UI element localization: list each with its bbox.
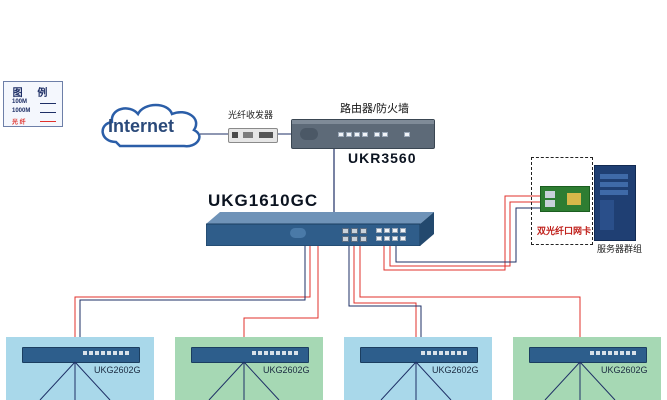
access-group-3: UKG2602G [344, 337, 492, 400]
internet-label: Internet [108, 116, 175, 136]
access-group-4: UKG2602G [513, 337, 661, 400]
line-core-server-fiber-2 [389, 201, 540, 267]
legend-line-100m [40, 103, 56, 104]
access-switch-2-device [191, 347, 309, 363]
server-tower-icon [594, 165, 636, 241]
legend-line-fiber [40, 121, 56, 122]
line-core-server-fiber-1 [383, 195, 540, 271]
legend-label-100m: 100M [12, 99, 28, 105]
server-group-label: 服务器群组 [597, 244, 643, 254]
core-switch-device [206, 212, 434, 246]
legend-title: 图 例 [12, 88, 54, 99]
access-switch-3-device [360, 347, 478, 363]
router-logo [300, 128, 318, 140]
line-core-access-4 [359, 246, 581, 340]
legend-box: 图 例 100M 1000M 光 纤 [3, 81, 63, 127]
core-switch-model: UKG1610GC [208, 191, 319, 210]
router-caption: 路由器/防火墙 [340, 103, 410, 115]
router-device [291, 119, 435, 149]
access-switch-1-model: UKG2602G [94, 365, 141, 375]
legend-label-fiber: 光 纤 [12, 120, 26, 126]
line-core-access-1 [74, 246, 311, 340]
legend-line-1000m [40, 112, 56, 113]
line-core-access-2 [243, 246, 319, 340]
legend-label-1000m: 1000M [12, 108, 31, 114]
transceiver-device [228, 128, 278, 143]
line-core-server-copper [395, 207, 540, 263]
access-switch-1-device [22, 347, 140, 363]
line-core-access-3 [353, 246, 417, 340]
access-switch-4-device [529, 347, 647, 363]
access-switch-4-model: UKG2602G [601, 365, 648, 375]
line-core-access-copper-3 [348, 246, 422, 340]
access-group-2: UKG2602G [175, 337, 323, 400]
router-model: UKR3560 [348, 150, 417, 166]
nic-label: 双光纤口网卡 [537, 226, 592, 236]
access-switch-3-model: UKG2602G [432, 365, 479, 375]
nic-dashed-box [531, 157, 593, 245]
access-group-1: UKG2602G [6, 337, 154, 400]
nic-card-icon [540, 186, 590, 212]
downlink-lines [39, 361, 616, 400]
line-core-access-copper-1 [79, 246, 306, 340]
transceiver-label: 光纤收发器 [228, 110, 274, 120]
access-switch-2-model: UKG2602G [263, 365, 310, 375]
internet-cloud-icon [101, 103, 201, 148]
